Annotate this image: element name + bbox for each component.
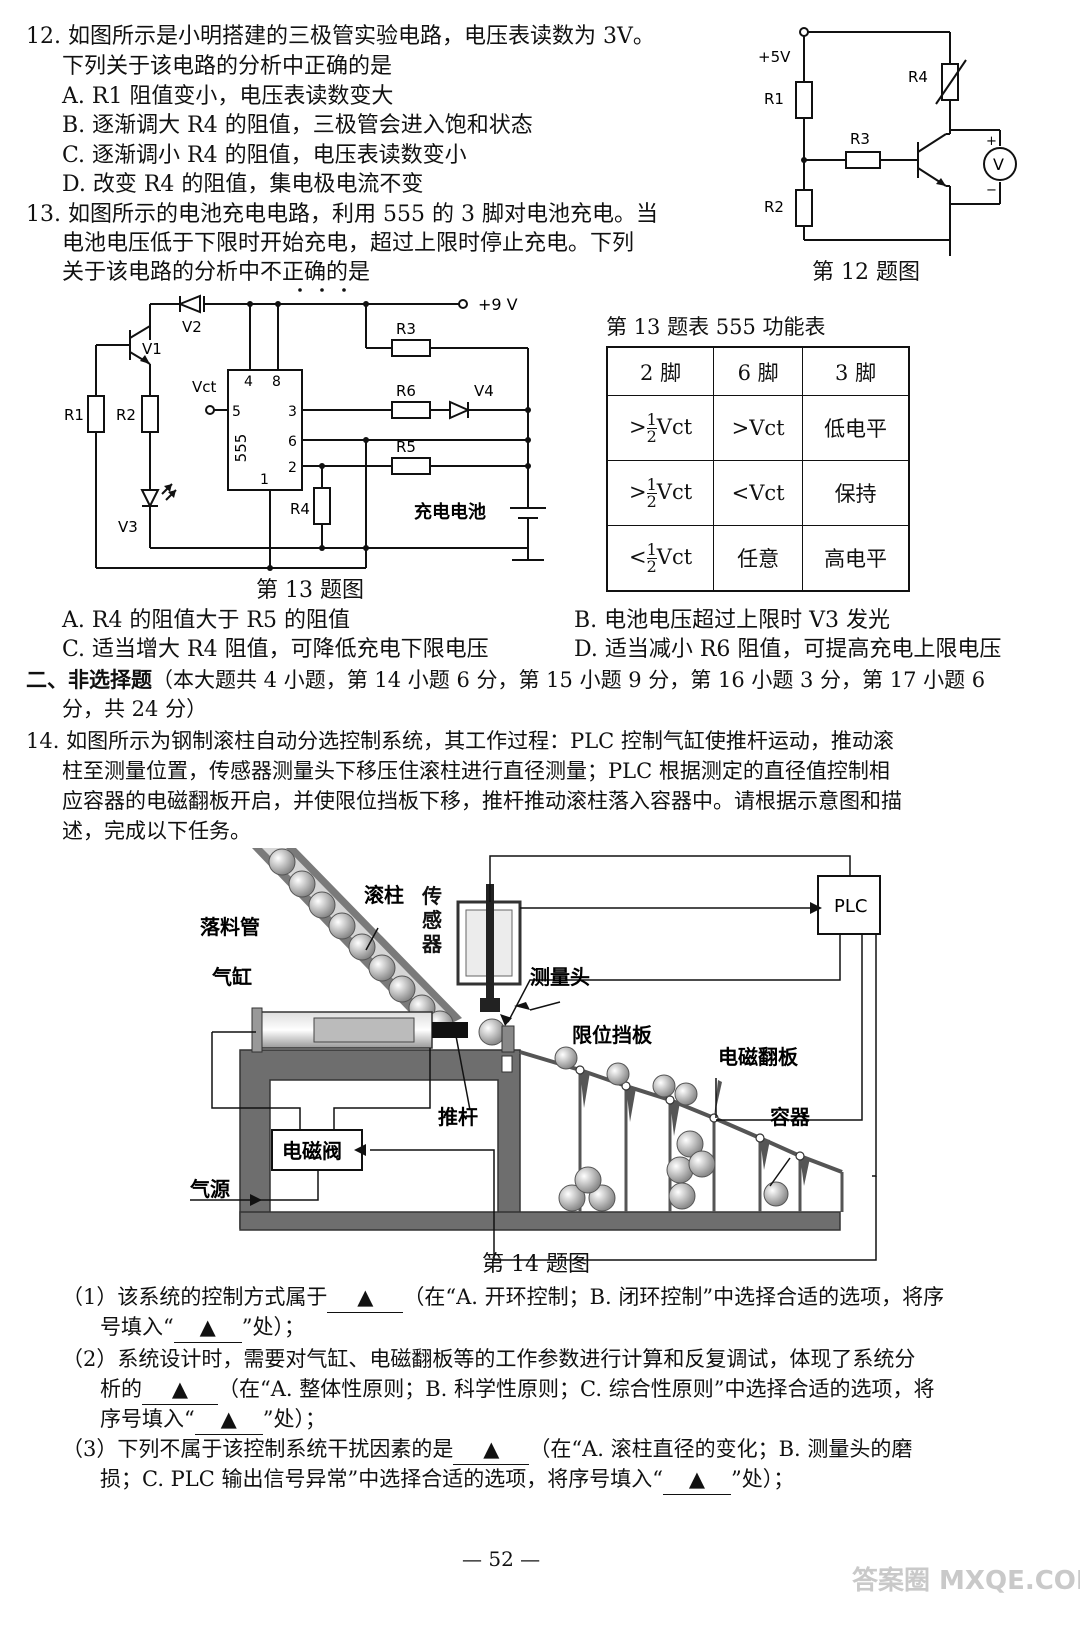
q13-option-c: C. 适当增大 R4 阻值，可降低充电下限电压: [62, 637, 489, 662]
q13-label-r2: R2: [116, 406, 136, 424]
q12-option-d: D. 改变 R4 的阻值，集电极电流不变: [62, 172, 424, 197]
q14-sub1-line1: （1）该系统的控制方式属于▲（在“A. 开环控制；B. 闭环控制”中选择合适的选…: [62, 1282, 944, 1313]
q14-stem-line3: 应容器的电磁翻板开启，并使限位挡板下移，推杆推动滚柱落入容器中。请根据示意图和描: [62, 789, 902, 813]
table-header-pin3: 3 脚: [802, 346, 910, 397]
answer-blank-1b[interactable]: ▲: [173, 1312, 242, 1343]
q14-label-air: 气源: [189, 1177, 230, 1201]
section2-note-line2: 分，共 24 分）: [62, 697, 208, 721]
q13-chip-label: 555: [232, 434, 250, 463]
q14-label-valve: 电磁阀: [282, 1139, 342, 1163]
q14-stem-line4: 述，完成以下任务。: [62, 819, 251, 843]
q13-label-v3: V3: [118, 518, 138, 536]
q14-label-stopper: 限位挡板: [572, 1023, 653, 1047]
q12-label-minus: −: [986, 183, 997, 198]
q13-option-d: D. 适当减小 R6 阻值，可提高充电上限电压: [574, 637, 1002, 662]
q14-sub2-line3: 序号填入“▲”处）；: [100, 1404, 326, 1435]
watermark-logo: 答案圈 MXQE.COM: [852, 1566, 1080, 1596]
answer-blank-2[interactable]: ▲: [142, 1374, 218, 1405]
q14-label-rod: 推杆: [438, 1105, 478, 1129]
q13-label-v4: V4: [474, 382, 494, 400]
q14-label-plc: PLC: [834, 896, 867, 917]
q14-label-probe: 测量头: [530, 965, 590, 989]
q13-stem-line3: 关于该电路的分析中不正确的是: [62, 260, 371, 285]
q13-label-v2: V2: [182, 318, 202, 336]
q12-option-a: A. R1 阻值变小，电压表读数变大: [62, 84, 394, 109]
answer-blank-2b[interactable]: ▲: [194, 1404, 263, 1435]
table-cell-pin6: 任意: [713, 525, 804, 592]
q12-stem-line2: 下列关于该电路的分析中正确的是: [62, 54, 393, 79]
q12-label-r1: R1: [764, 90, 784, 108]
q14-sub2-line2: 析的▲（在“A. 整体性原则；B. 科学性原则；C. 综合性原则”中选择合适的选…: [100, 1374, 934, 1405]
q14-sub3-line1: （3）下列不属于该控制系统干扰因素的是▲（在“A. 滚柱直径的变化；B. 测量头…: [62, 1434, 912, 1465]
q14-figure-caption: 第 14 题图: [482, 1252, 590, 1277]
q13-pin4: 4: [244, 374, 253, 390]
q14-label-container: 容器: [770, 1105, 811, 1129]
q13-figure-caption: 第 13 题图: [256, 578, 364, 603]
q14-label-flap: 电磁翻板: [718, 1045, 799, 1069]
q13-pin1: 1: [260, 472, 269, 488]
q13-table-title: 第 13 题表 555 功能表: [606, 315, 826, 339]
q13-stem-line1: 13. 如图所示的电池充电电路，利用 555 的 3 脚对电池充电。当: [26, 202, 658, 227]
answer-blank-1[interactable]: ▲: [327, 1282, 404, 1313]
q12-label-r4: R4: [908, 68, 928, 86]
answer-blank-3b[interactable]: ▲: [662, 1464, 731, 1495]
table-cell-pin6: >Vct: [713, 395, 804, 462]
q13-pin3: 3: [288, 404, 297, 420]
q13-label-r1: R1: [64, 406, 84, 424]
q14-stem-line2: 柱至测量位置，传感器测量头下移压住滚柱进行直径测量；PLC 根据测定的直径值控制…: [62, 759, 890, 783]
q13-pin2: 2: [288, 460, 297, 476]
q12-option-c: C. 逐渐调小 R4 的阻值，电压表读数变小: [62, 143, 467, 168]
q14-label-pipe: 落料管: [200, 915, 260, 939]
q13-pin8: 8: [272, 374, 281, 390]
q14-sub1-line2: 号填入“▲”处）；: [100, 1312, 305, 1343]
q13-label-r4: R4: [290, 500, 310, 518]
q14-stem-line1: 14. 如图所示为钢制滚柱自动分选控制系统，其工作过程：PLC 控制气缸使推杆运…: [26, 729, 894, 753]
q13-stem-line2: 电池电压低于下限时开始充电，超过上限时停止充电。下列: [62, 231, 635, 256]
q12-label-meter: V: [993, 155, 1004, 174]
q14-label-sensor: 传感器: [422, 884, 442, 956]
q14-label-roller: 滚柱: [364, 883, 404, 907]
q13-label-r3: R3: [396, 320, 416, 338]
table-cell-pin3: 高电平: [802, 525, 910, 592]
answer-blank-3[interactable]: ▲: [453, 1434, 530, 1465]
q13-label-r5: R5: [396, 438, 416, 456]
q12-label-plus: +: [986, 134, 997, 149]
q14-label-cylinder: 气缸: [211, 965, 252, 989]
table-header-pin6: 6 脚: [713, 346, 804, 397]
table-cell-pin3: 低电平: [802, 395, 910, 462]
q13-label-v1: V1: [142, 340, 162, 358]
q13-label-battery: 充电电池: [414, 501, 486, 523]
q12-figure-caption: 第 12 题图: [812, 260, 920, 285]
q12-label-r3: R3: [850, 130, 870, 148]
q13-label-supply: +9 V: [478, 295, 518, 314]
q12-label-supply: +5V: [758, 48, 791, 66]
table-cell-pin6: <Vct: [713, 460, 804, 527]
section2-header: 二、非选择题（本大题共 4 小题，第 14 小题 6 分，第 15 小题 9 分…: [26, 668, 986, 692]
q12-stem-line1: 12. 如图所示是小明搭建的三极管实验电路，电压表读数为 3V。: [26, 24, 655, 49]
q13-label-r6: R6: [396, 382, 416, 400]
q13-option-a: A. R4 的阻值大于 R5 的阻值: [62, 608, 350, 633]
q13-pin6: 6: [288, 434, 297, 450]
q13-pin5: 5: [232, 404, 241, 420]
q14-sub3-line2: 损；C. PLC 输出信号异常”中选择合适的选项，将序号填入“▲”处）；: [100, 1464, 794, 1495]
q12-label-r2: R2: [764, 198, 784, 216]
q13-label-vct: Vct: [192, 378, 217, 396]
q14-sub2-line1: （2）系统设计时，需要对气缸、电磁翻板等的工作参数进行计算和反复调试，体现了系统…: [62, 1347, 916, 1371]
page-number: — 52 —: [462, 1547, 541, 1571]
q12-option-b: B. 逐渐调大 R4 的阻值，三极管会进入饱和状态: [62, 113, 533, 138]
q13-option-b: B. 电池电压超过上限时 V3 发光: [574, 608, 891, 633]
